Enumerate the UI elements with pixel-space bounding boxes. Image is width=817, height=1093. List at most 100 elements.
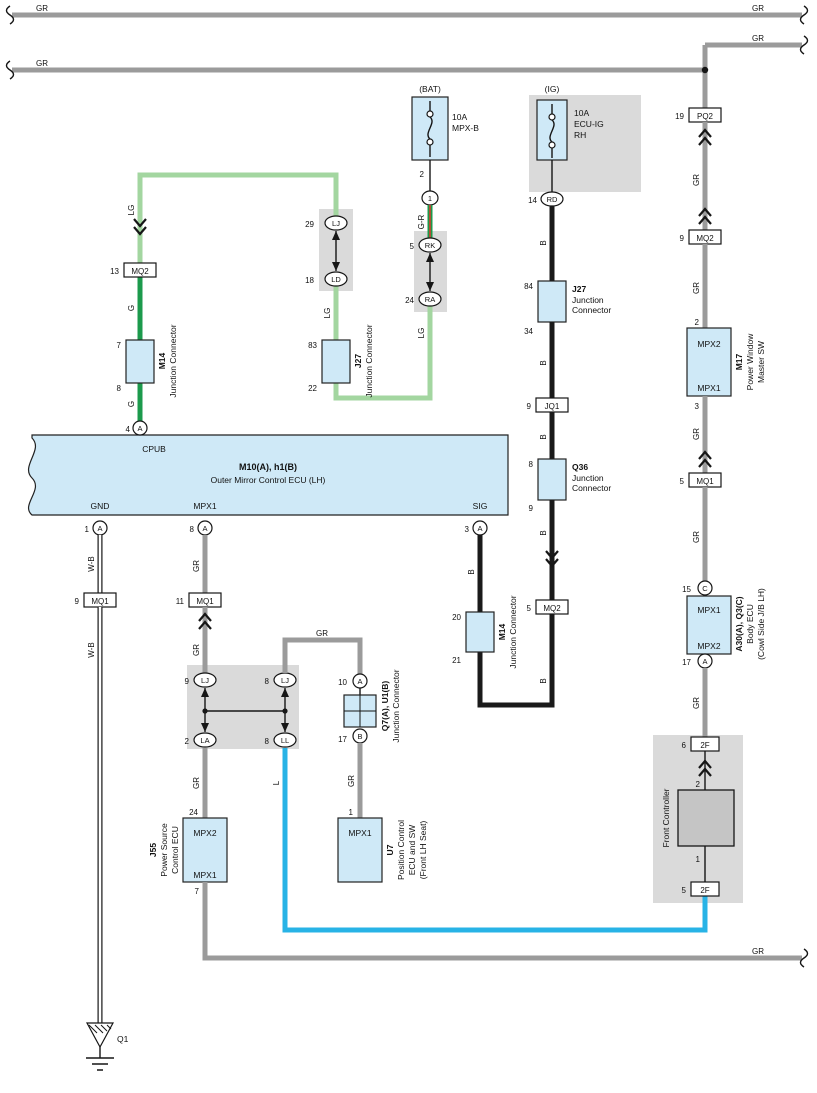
junction-connector-j27 (321, 339, 351, 384)
pin-number: 22 (308, 384, 317, 393)
wire-lg-top (137, 172, 339, 263)
unit-desc: Position Control (396, 820, 406, 880)
pin-number: 5 (410, 242, 415, 251)
pin-number: 1 (85, 525, 90, 534)
wire-label: B (539, 240, 548, 245)
junction-id: J27 (353, 354, 363, 368)
flow-arrow-up-icon (698, 207, 712, 217)
joint-code: LL (281, 736, 289, 745)
joint-ll (273, 732, 297, 748)
joint-code: A (357, 677, 362, 686)
fuse-rating: 10A (574, 108, 589, 118)
wire-break-icon (799, 35, 809, 55)
wire-label: LG (417, 328, 426, 339)
ecu-pin-label: MPX1 (193, 501, 216, 511)
wire-label: W-B (87, 642, 96, 657)
joint-code: A (477, 524, 482, 533)
pin-joint-c (697, 580, 713, 596)
ecu-name: Outer Mirror Control ECU (LH) (211, 475, 326, 485)
fuse-name: ECU-IG (574, 119, 604, 129)
connector-code: MQ2 (696, 234, 714, 243)
wire-b-to-m14 (477, 614, 555, 708)
wire-label: G-R (417, 214, 426, 229)
joint-code: A (702, 657, 707, 666)
connector-code: MQ2 (131, 267, 149, 276)
connector-code: MQ1 (696, 477, 714, 486)
arrowhead-down-icon (281, 723, 289, 732)
unit-id: J55 (148, 843, 158, 857)
wire-label: GR (36, 59, 48, 68)
flow-arrow-down-icon (133, 226, 147, 236)
flow-arrow-up-icon (198, 620, 212, 630)
fuse-terminal (548, 141, 556, 149)
connector-code: 2F (700, 886, 709, 895)
junction-dot (701, 66, 709, 74)
unit-desc: Control ECU (170, 826, 180, 874)
bat-fuse-circuit: (BAT) 10A MPX-B 2 1 G-R RK 5 RA 24 LG (405, 84, 479, 338)
ground-path: W-B MQ1 9 W-B Q1 (75, 535, 129, 1071)
joint-code: LJ (332, 219, 340, 228)
junction-connector-m14 (125, 339, 155, 384)
joint-code: LD (331, 275, 341, 284)
pin-number: 3 (695, 402, 700, 411)
pin-number: 1 (696, 855, 701, 864)
wire-label: G (127, 401, 136, 407)
joint-code: C (702, 584, 708, 593)
ig-fuse-circuit: (IG) 10A ECU-IG RH 14 RD B 84 34 J27 Jun… (477, 84, 611, 708)
flow-arrow-up-icon (198, 612, 212, 622)
pin-number: 8 (265, 677, 270, 686)
unit-desc: (Front LH Seat) (418, 821, 428, 880)
pin-number: 13 (110, 267, 119, 276)
unit-desc: Master SW (756, 341, 766, 383)
wire-break-icon (799, 948, 809, 968)
q7-grid (344, 695, 376, 727)
pin-number: 6 (682, 741, 687, 750)
pin-number: 5 (680, 477, 685, 486)
junction-desc: Junction Connector (168, 324, 178, 397)
unit-id: M17 (734, 353, 744, 370)
flow-arrow-down-icon (545, 558, 559, 568)
ecu-pin-label: CPUB (142, 444, 166, 454)
junction-desc: Junction (572, 473, 604, 483)
fuse-element-icon (427, 116, 433, 140)
unit-j55 (182, 817, 228, 883)
wire-label: GR (192, 777, 201, 789)
pin-number: 9 (529, 504, 534, 513)
unit-pin-label: MPX2 (697, 339, 720, 349)
joint-code: RA (425, 295, 435, 304)
wire-lg-j27-ra (333, 306, 433, 401)
pin-number: 3 (465, 525, 470, 534)
unit-a30 (686, 595, 732, 655)
fuse-element-icon (549, 119, 555, 143)
top-bus: GR GR GR GR (5, 4, 809, 108)
wire-label: GR (192, 644, 201, 656)
unit-pin-label: MPX2 (697, 641, 720, 651)
pin-number: 8 (529, 460, 534, 469)
pin-number: 15 (682, 585, 691, 594)
connector-code: MQ2 (543, 604, 561, 613)
pin-number: 5 (682, 886, 687, 895)
fuse-sub: RH (574, 130, 586, 140)
arrowhead-up-icon (332, 231, 340, 240)
joint-lj (324, 215, 348, 231)
wire-label: LG (127, 205, 136, 216)
joint-rk (418, 237, 442, 253)
wire-label: G (127, 305, 136, 311)
wire-label: GR (36, 4, 48, 13)
wire-label: W-B (87, 556, 96, 571)
joint-code: LA (200, 736, 209, 745)
wire-label: L (272, 780, 281, 785)
pin-number: 9 (680, 234, 685, 243)
pin-number: 2 (185, 737, 190, 746)
flow-arrow-up-icon (698, 458, 712, 468)
wire-label: GR (692, 282, 701, 294)
wire-break-icon (799, 5, 809, 25)
fuse-terminal (426, 110, 434, 118)
unit-desc: Power Source (159, 823, 169, 877)
wire-label: GR (692, 428, 701, 440)
connector-mq2 (123, 262, 157, 278)
wire-label: GR (692, 174, 701, 186)
junction-desc: Connector (572, 483, 611, 493)
pin-number: 9 (75, 597, 80, 606)
